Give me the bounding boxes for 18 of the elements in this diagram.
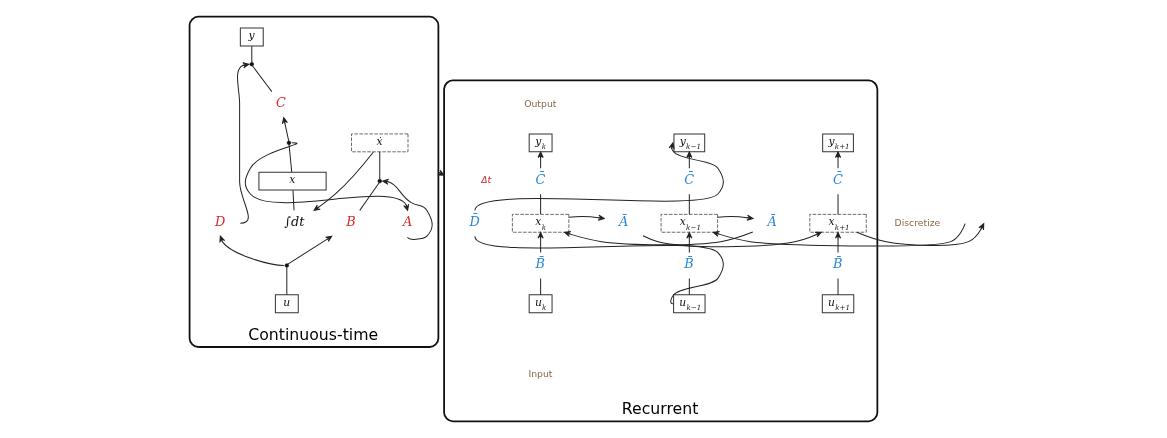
node-text: Ā (767, 213, 777, 229)
label: Input (527, 367, 553, 379)
node-text: Ā (618, 213, 628, 229)
node-text: B (345, 213, 356, 229)
node-text: B̄ (832, 255, 842, 271)
node-text: C̄ (832, 171, 843, 187)
node-text: D (214, 213, 225, 229)
node-text: B̄ (535, 255, 545, 271)
node-text: C̄ (535, 171, 545, 187)
node-text: B̄ (683, 255, 694, 271)
node-text: C̄ (683, 171, 694, 187)
node-text: D̄ (468, 213, 480, 229)
node-text: A (402, 213, 412, 229)
node-text: C (275, 95, 286, 111)
label: Output (523, 98, 556, 110)
edge-label: Δt (480, 173, 491, 185)
node-text: ∫dt (283, 213, 304, 229)
label: Discretize (894, 216, 940, 228)
